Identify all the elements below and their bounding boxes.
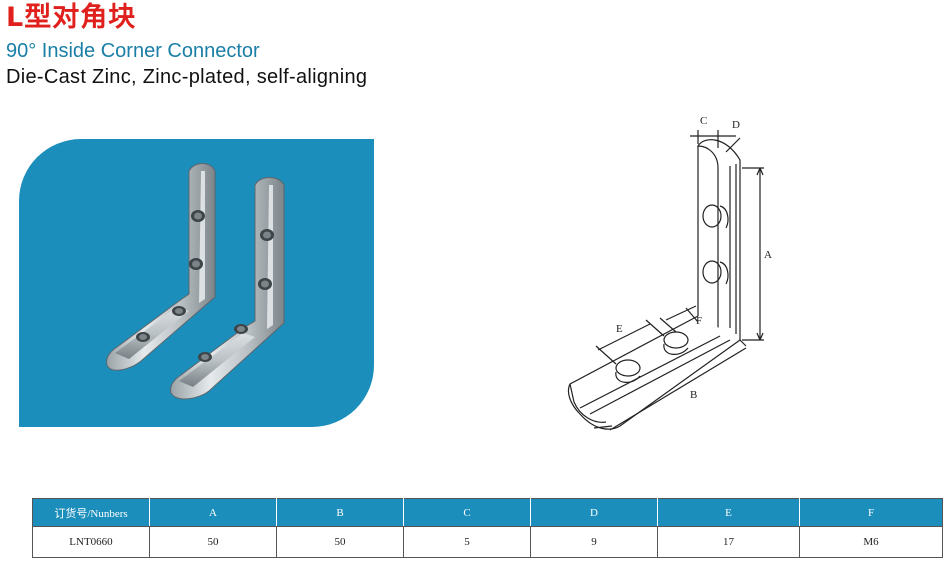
dim-label-b: B — [690, 389, 697, 401]
cell-d: 9 — [530, 526, 658, 558]
cell-e: 17 — [657, 526, 800, 558]
header-f: F — [799, 498, 943, 527]
product-photo — [106, 163, 285, 400]
spec-table: 订货号/Nunbers A B C D E F LNT0660 50 50 5 … — [32, 498, 943, 558]
technical-drawing: A B C D E F — [567, 115, 772, 431]
cell-part-number: LNT0660 — [32, 526, 150, 558]
dim-label-e: E — [616, 323, 623, 335]
dim-label-d: D — [732, 119, 740, 131]
cell-b: 50 — [276, 526, 404, 558]
cell-f: M6 — [799, 526, 943, 558]
bracket-photo-right — [170, 177, 285, 400]
header-d: D — [530, 498, 658, 527]
product-title-cn: L型对角块 — [6, 2, 137, 33]
header-numbers: 订货号/Nunbers — [32, 498, 150, 527]
cell-a: 50 — [149, 526, 277, 558]
header-b: B — [276, 498, 404, 527]
dim-label-f: F — [696, 315, 702, 327]
product-material: Die-Cast Zinc, Zinc-plated, self-alignin… — [6, 66, 368, 88]
table-row: LNT0660 50 50 5 9 17 M6 — [32, 526, 943, 558]
table-header-row: 订货号/Nunbers A B C D E F — [32, 498, 943, 527]
dim-label-a: A — [764, 249, 772, 261]
header-e: E — [657, 498, 800, 527]
bracket-photo-left — [106, 163, 216, 371]
dim-label-c: C — [700, 115, 707, 127]
cell-c: 5 — [403, 526, 531, 558]
header-a: A — [149, 498, 277, 527]
product-subtitle: 90° Inside Corner Connector — [6, 40, 260, 62]
product-photo-panel — [19, 139, 374, 427]
header-c: C — [403, 498, 531, 527]
